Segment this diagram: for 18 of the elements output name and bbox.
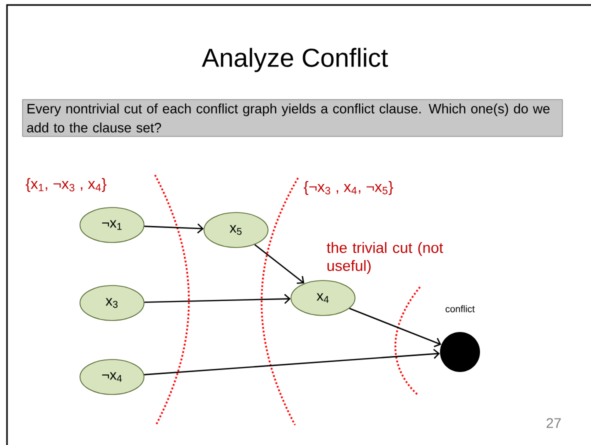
conflict-node: [440, 332, 480, 372]
clause-label: {x$_{1}$, ¬x$_{3}$ , x$_{4}$}: [26, 178, 106, 192]
cut-note: the trivial cut (not useful): [326, 242, 444, 274]
node-caption: conflict: [446, 305, 475, 312]
variable-node: x$_{3}$: [80, 285, 144, 321]
arrow: [144, 294, 291, 304]
variable-node: x$_{5}$: [204, 212, 268, 248]
arrow: [254, 244, 304, 284]
title: Analyze Conflict: [202, 48, 388, 72]
arrow: [349, 308, 442, 348]
clause-label: {¬x$_{3}$ , x$_{4}$, ¬x$_{5}$}: [304, 181, 394, 195]
page-number: 27: [546, 418, 561, 428]
question-box: Every nontrivial cut of each conflict graph yields a conflict clause. Which one(s) do we add to the clause set?: [22, 99, 563, 137]
arrow: [144, 224, 204, 234]
variable-node: ¬x$_{4}$: [80, 359, 144, 395]
variable-node: ¬x$_{1}$: [80, 207, 144, 243]
variable-node: x$_{4}$: [290, 280, 356, 316]
arrow: [144, 348, 440, 376]
